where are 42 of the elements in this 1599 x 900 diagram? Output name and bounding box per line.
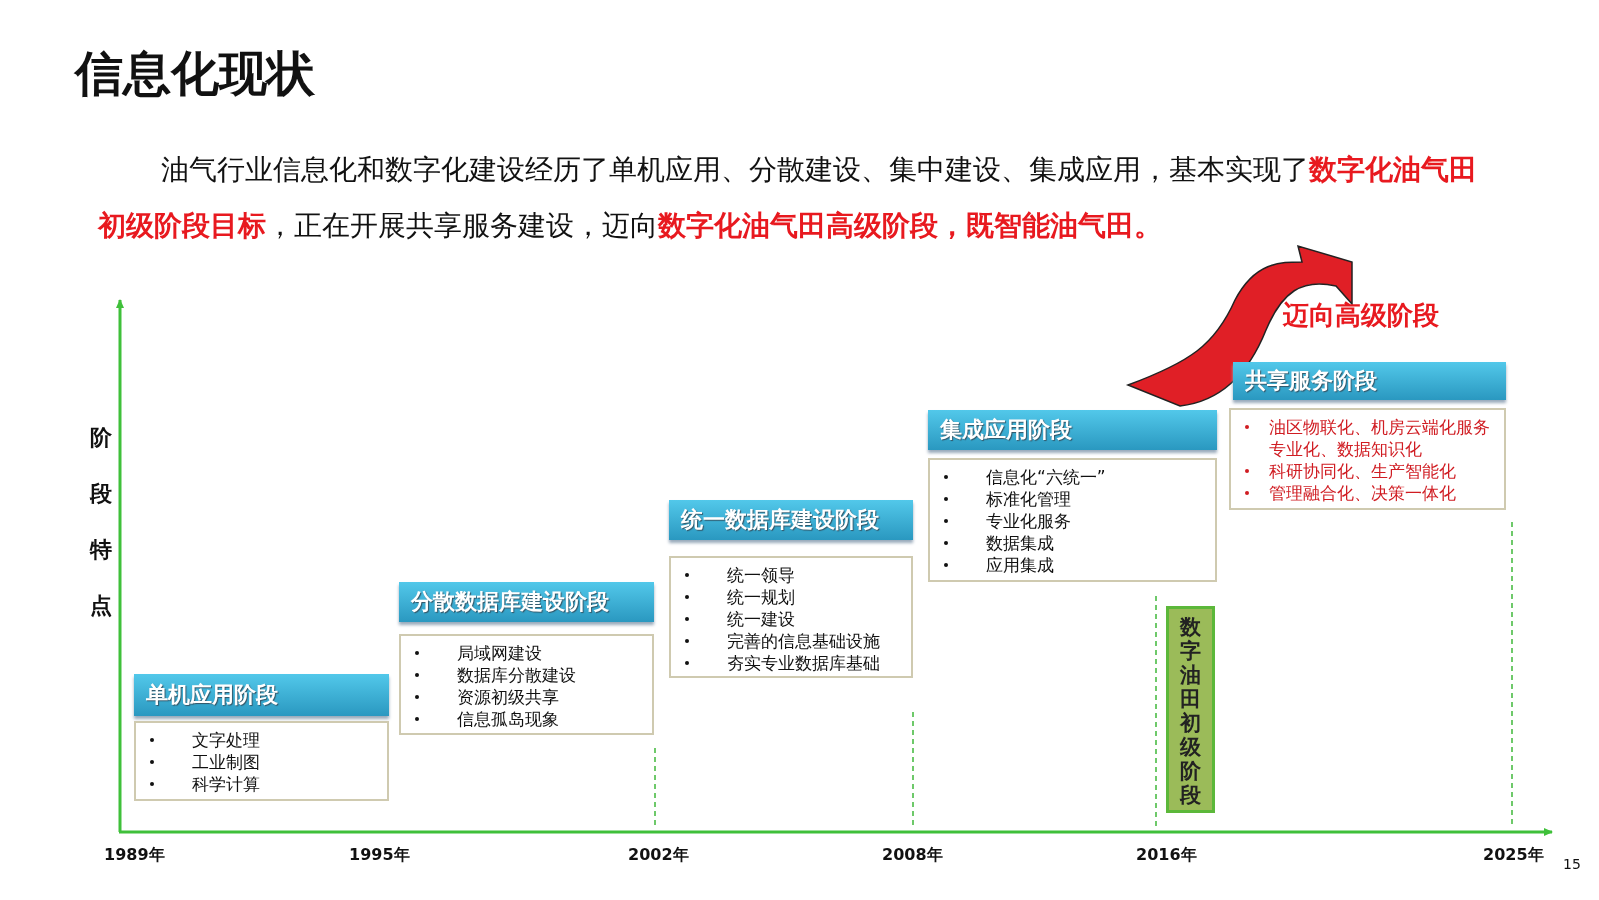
list-item: 标准化管理 [938, 488, 1207, 510]
list-item: 管理融合化、决策一体化 [1239, 482, 1496, 504]
list-item: 夯实专业数据库基础 [679, 652, 903, 674]
list-item: 文字处理 [144, 729, 379, 751]
list-item: 统一建设 [679, 608, 903, 630]
stage-header: 单机应用阶段 [134, 674, 389, 716]
list-panel [1229, 408, 1506, 510]
list-item: 专业化服务 [938, 510, 1207, 532]
arrow-label: 迈向高级阶段 [1283, 299, 1439, 332]
year-label: 1995年 [349, 845, 410, 866]
list-item: 科学计算 [144, 773, 379, 795]
year-label: 1989年 [104, 845, 165, 866]
list-item: 统一领导 [679, 564, 903, 586]
page-number: 15 [1563, 856, 1581, 872]
year-label: 2008年 [882, 845, 943, 866]
list-item: 科研协同化、生产智能化 [1239, 460, 1496, 482]
stage-header: 统一数据库建设阶段 [669, 500, 913, 540]
list-item: 数据集成 [938, 532, 1207, 554]
year-label: 2025年 [1483, 845, 1544, 866]
list-item: 信息化“六统一” [938, 466, 1207, 488]
list-item: 信息孤岛现象 [409, 708, 644, 730]
list-panel [134, 721, 389, 801]
list-panel [669, 556, 913, 678]
paragraph: 油气行业信息化和数字化建设经历了单机应用、分散建设、集中建设、集成应用，基本实现了数字化油气田初级阶段目标，正在开展共享服务建设，迈向数字化油气田高级阶段，既智能油气田。 [98, 152, 1478, 244]
axis-label: 阶段特点 [90, 424, 113, 620]
list-item: 油区物联化、机房云端化服务专业化、数据知识化 [1239, 416, 1496, 460]
title: 信息化现状 [75, 44, 315, 103]
year-label: 2002年 [628, 845, 689, 866]
list-item: 资源初级共享 [409, 686, 644, 708]
list-item: 应用集成 [938, 554, 1207, 576]
year-label: 2016年 [1136, 845, 1197, 866]
list-item: 局域网建设 [409, 642, 644, 664]
list-item: 完善的信息基础设施 [679, 630, 903, 652]
stage-header: 分散数据库建设阶段 [399, 582, 654, 622]
stage-header: 共享服务阶段 [1233, 362, 1506, 400]
list-item: 统一规划 [679, 586, 903, 608]
list-item: 数据库分散建设 [409, 664, 644, 686]
stage-marker-box: 数字油田初级阶段 [1166, 606, 1215, 813]
list-item: 工业制图 [144, 751, 379, 773]
list-panel [928, 458, 1217, 582]
list-panel [399, 634, 654, 735]
stage-header: 集成应用阶段 [928, 410, 1217, 450]
